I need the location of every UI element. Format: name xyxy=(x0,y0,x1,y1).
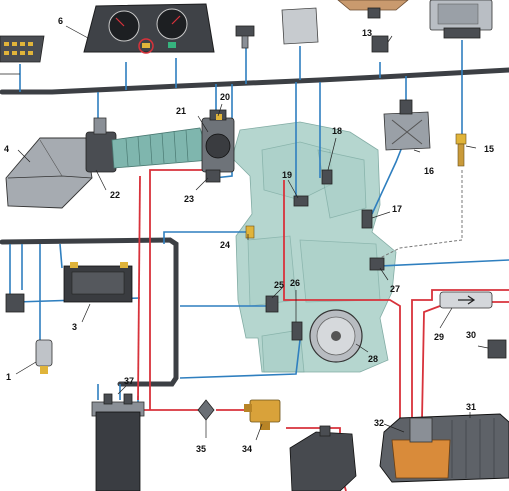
intake-hose xyxy=(111,127,211,169)
battery xyxy=(63,262,133,303)
fuel-reservoir xyxy=(289,425,357,491)
fuel-pump xyxy=(391,417,451,479)
callout-6: 6 xyxy=(58,16,63,26)
leader-lines xyxy=(0,25,489,441)
purge-valve-34 xyxy=(244,399,281,430)
component-2 xyxy=(5,293,25,313)
callout-35: 35 xyxy=(196,444,206,454)
callout-19: 19 xyxy=(282,170,292,180)
sensor-17 xyxy=(361,209,373,229)
callout-15: 15 xyxy=(484,144,494,154)
instrument-cluster xyxy=(83,3,215,54)
callout-23: 23 xyxy=(184,194,194,204)
check-engine-lamp-ring xyxy=(138,38,154,54)
fuel-lines xyxy=(137,169,509,491)
callout-24: 24 xyxy=(220,240,230,250)
callout-labels: 1 3 4 6 13 15 16 17 18 19 20 21 22 23 24… xyxy=(4,16,494,454)
callout-22: 22 xyxy=(110,190,120,200)
callout-13: 13 xyxy=(362,28,372,38)
sensor-27 xyxy=(369,257,385,271)
callout-27: 27 xyxy=(390,284,400,294)
sensor-24 xyxy=(245,225,255,239)
lower-harness xyxy=(0,237,179,387)
injector-connector-19 xyxy=(293,195,309,207)
callout-29: 29 xyxy=(434,332,444,342)
sensor-25 xyxy=(265,295,279,313)
callout-17: 17 xyxy=(392,204,402,214)
sensor-18 xyxy=(321,169,333,185)
callout-21: 21 xyxy=(176,106,186,116)
check-valve-35 xyxy=(197,399,215,421)
crankshaft-pulley xyxy=(309,309,363,363)
callout-3: 3 xyxy=(72,322,77,332)
main-harness xyxy=(0,67,509,95)
callout-18: 18 xyxy=(332,126,342,136)
callout-20: 20 xyxy=(220,92,230,102)
air-filter xyxy=(5,137,93,209)
callout-4: 4 xyxy=(4,144,9,154)
component-13 xyxy=(371,35,389,53)
relay-module xyxy=(281,7,319,45)
component-1-sensor xyxy=(35,339,53,374)
ignition-module xyxy=(383,99,431,151)
coolant-temp-sensor xyxy=(455,133,467,167)
mass-air-flow-sensor xyxy=(85,117,117,173)
fuel-filter xyxy=(439,291,493,309)
evap-canister xyxy=(91,393,145,491)
top-sensor-small xyxy=(235,25,255,49)
diagnostic-connector xyxy=(0,35,45,63)
callout-34: 34 xyxy=(242,444,252,454)
callout-16: 16 xyxy=(424,166,434,176)
callout-28: 28 xyxy=(368,354,378,364)
callout-25: 25 xyxy=(274,280,284,290)
callout-32: 32 xyxy=(374,418,384,428)
ecu-controller xyxy=(429,0,493,39)
callout-1: 1 xyxy=(6,372,11,382)
sensor-26 xyxy=(291,321,303,341)
throttle-body xyxy=(201,109,235,183)
top-sensor-bowl xyxy=(337,0,409,19)
callout-31: 31 xyxy=(466,402,476,412)
callout-30: 30 xyxy=(466,330,476,340)
component-30 xyxy=(487,339,507,359)
callout-37: 37 xyxy=(124,376,134,386)
coil-ground-dash xyxy=(379,170,463,259)
callout-26: 26 xyxy=(290,278,300,288)
